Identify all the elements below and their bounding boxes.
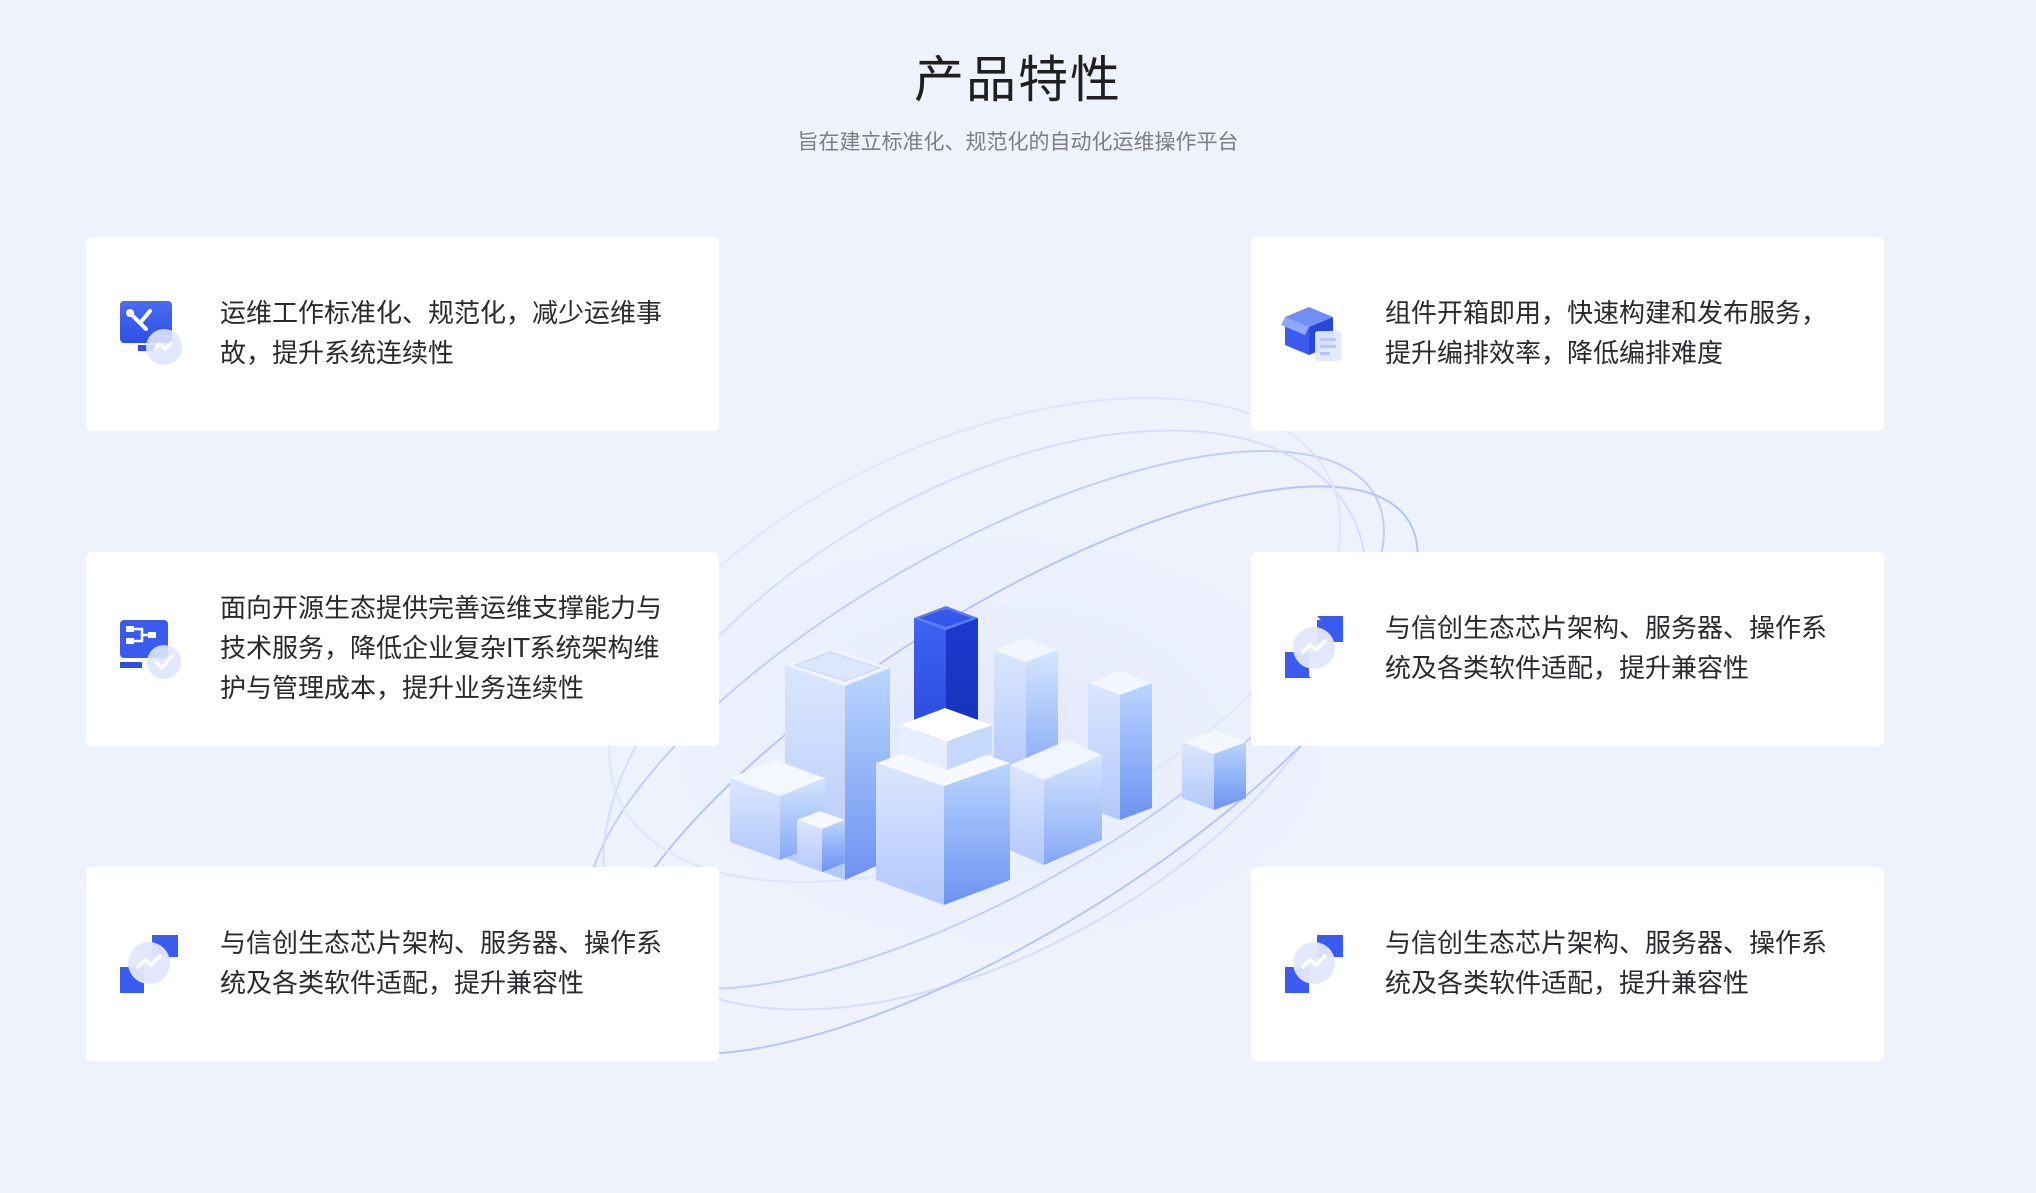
feature-text: 运维工作标准化、规范化，减少运维事故，提升系统连续性 (220, 299, 663, 369)
feature-text: 与信创生态芯片架构、服务器、操作系统及各类软件适配，提升兼容性 (220, 929, 663, 999)
page-subtitle: 旨在建立标准化、规范化的自动化运维操作平台 (797, 130, 1239, 154)
feature-text: 面向开源生态提供完善运维支撑能力与技术服务，降低企业复杂IT系统架构维护与管理成… (220, 594, 663, 704)
component-box-icon (1281, 297, 1353, 369)
compatibility-adapt-icon (116, 927, 188, 999)
maintenance-tools-icon (116, 297, 188, 369)
feature-card: 与信创生态芯片架构、服务器、操作系统及各类软件适配，提升兼容性 (86, 867, 719, 1061)
feature-card: 组件开箱即用，快速构建和发布服务，提升编排效率，降低编排难度 (1251, 237, 1884, 431)
feature-card: 运维工作标准化、规范化，减少运维事故，提升系统连续性 (86, 237, 719, 431)
compatibility-adapt-icon (1281, 927, 1353, 999)
feature-card: 面向开源生态提供完善运维支撑能力与技术服务，降低企业复杂IT系统架构维护与管理成… (86, 552, 719, 746)
compatibility-adapt-icon (1281, 612, 1353, 684)
page-title: 产品特性 (914, 51, 1122, 109)
feature-text: 与信创生态芯片架构、服务器、操作系统及各类软件适配，提升兼容性 (1385, 929, 1828, 999)
feature-card: 与信创生态芯片架构、服务器、操作系统及各类软件适配，提升兼容性 (1251, 552, 1884, 746)
feature-card: 与信创生态芯片架构、服务器、操作系统及各类软件适配，提升兼容性 (1251, 867, 1884, 1061)
feature-text: 与信创生态芯片架构、服务器、操作系统及各类软件适配，提升兼容性 (1385, 614, 1828, 684)
feature-text: 组件开箱即用，快速构建和发布服务，提升编排效率，降低编排难度 (1385, 299, 1828, 369)
system-architecture-icon (116, 612, 188, 684)
